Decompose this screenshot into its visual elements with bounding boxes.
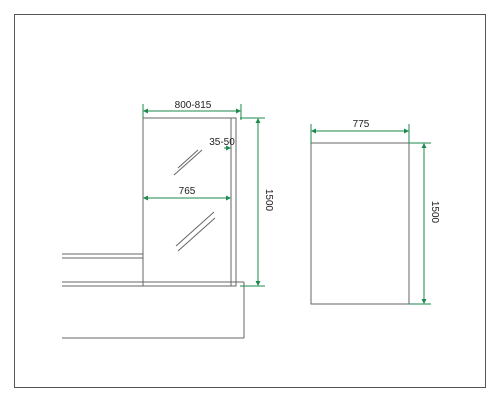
glass-reflection-mark: [177, 217, 216, 252]
arrow-left: [143, 108, 148, 114]
dimension-label: 35-50: [209, 137, 235, 148]
dimension-glass-offset: 35-50: [209, 137, 235, 151]
dimension-inner-width: 765: [143, 186, 231, 201]
dimension-label: 775: [353, 119, 370, 130]
dimension-label: 800-815: [175, 100, 212, 111]
arrow-right: [226, 145, 231, 151]
dimension-panel-width: 800-815: [142, 100, 242, 120]
side-panel-outline: [310, 142, 410, 305]
arrow-down: [255, 281, 261, 286]
glass-reflection-mark: [177, 149, 199, 169]
arrow-up: [255, 118, 261, 123]
drawing-frame: [14, 14, 486, 388]
dimension-side-panel-width: 775: [310, 119, 410, 143]
glass-panel-front: [142, 117, 237, 287]
dimension-side-panel-height: 1500: [409, 142, 440, 305]
arrow-right: [404, 128, 409, 134]
arrow-right: [236, 108, 241, 114]
arrow-right: [226, 195, 231, 201]
arrow-down: [421, 299, 427, 304]
dimension-panel-height: 1500: [240, 117, 274, 287]
glass-reflection-mark: [175, 211, 215, 247]
arrow-left: [143, 195, 148, 201]
dimension-label: 1500: [263, 189, 274, 212]
bathtub: [62, 253, 245, 339]
dimension-label: 1500: [429, 201, 440, 224]
glass-reflection-mark: [173, 149, 203, 176]
arrow-up: [421, 143, 427, 148]
arrow-left: [311, 128, 316, 134]
dimension-label: 765: [179, 186, 196, 197]
